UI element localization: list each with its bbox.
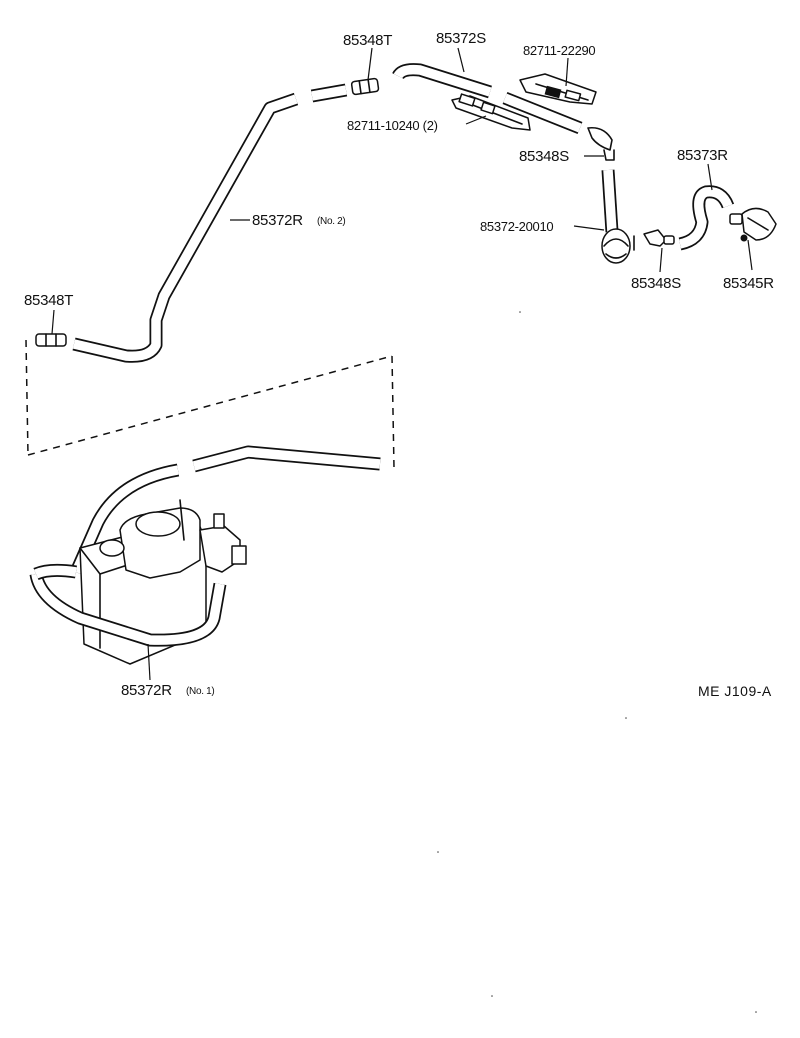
diagram-code: ME J109-A [698,683,772,699]
scan-specks [437,311,757,1013]
washer-tank [29,499,247,665]
label-85372-20010: 85372-20010 [480,219,553,234]
leader-lines [51,47,753,681]
label-85345r: 85345R [723,275,774,292]
elbow-85348s-lower [643,229,675,247]
elbow-85348s-upper [587,126,615,161]
hose-segment-right [502,91,583,135]
hose-lower-segments [70,445,381,575]
label-85372r-no1-note: (No. 1) [186,686,214,697]
label-85348s-upper: 85348S [519,148,569,165]
hose-85372r-no2 [72,92,299,363]
dashed-connection-lines [25,339,395,469]
hose-85372-20010 [601,169,635,264]
hose-85373r [678,185,735,251]
label-85372s: 85372S [436,30,486,47]
hose-segment-top [310,83,348,103]
label-85372r-no2-note: (No. 2) [317,216,345,227]
label-85372r-no2: 85372R [252,212,303,229]
hose-85372s [392,63,492,99]
label-82711-10240: 82711-10240 (2) [347,118,438,133]
clamp-82711-22290 [519,73,597,105]
label-85348t-top: 85348T [343,32,392,49]
connector-85348t-top [350,77,380,96]
clamp-82711-10240 [451,93,531,131]
label-85348t-left: 85348T [24,292,73,309]
label-85348s-lower: 85348S [631,275,681,292]
connector-85348t-left [35,333,67,347]
label-85373r: 85373R [677,147,728,164]
nozzle-85345r [729,207,777,242]
label-85372r-no1: 85372R [121,682,172,699]
label-82711-22290: 82711-22290 [523,43,595,58]
